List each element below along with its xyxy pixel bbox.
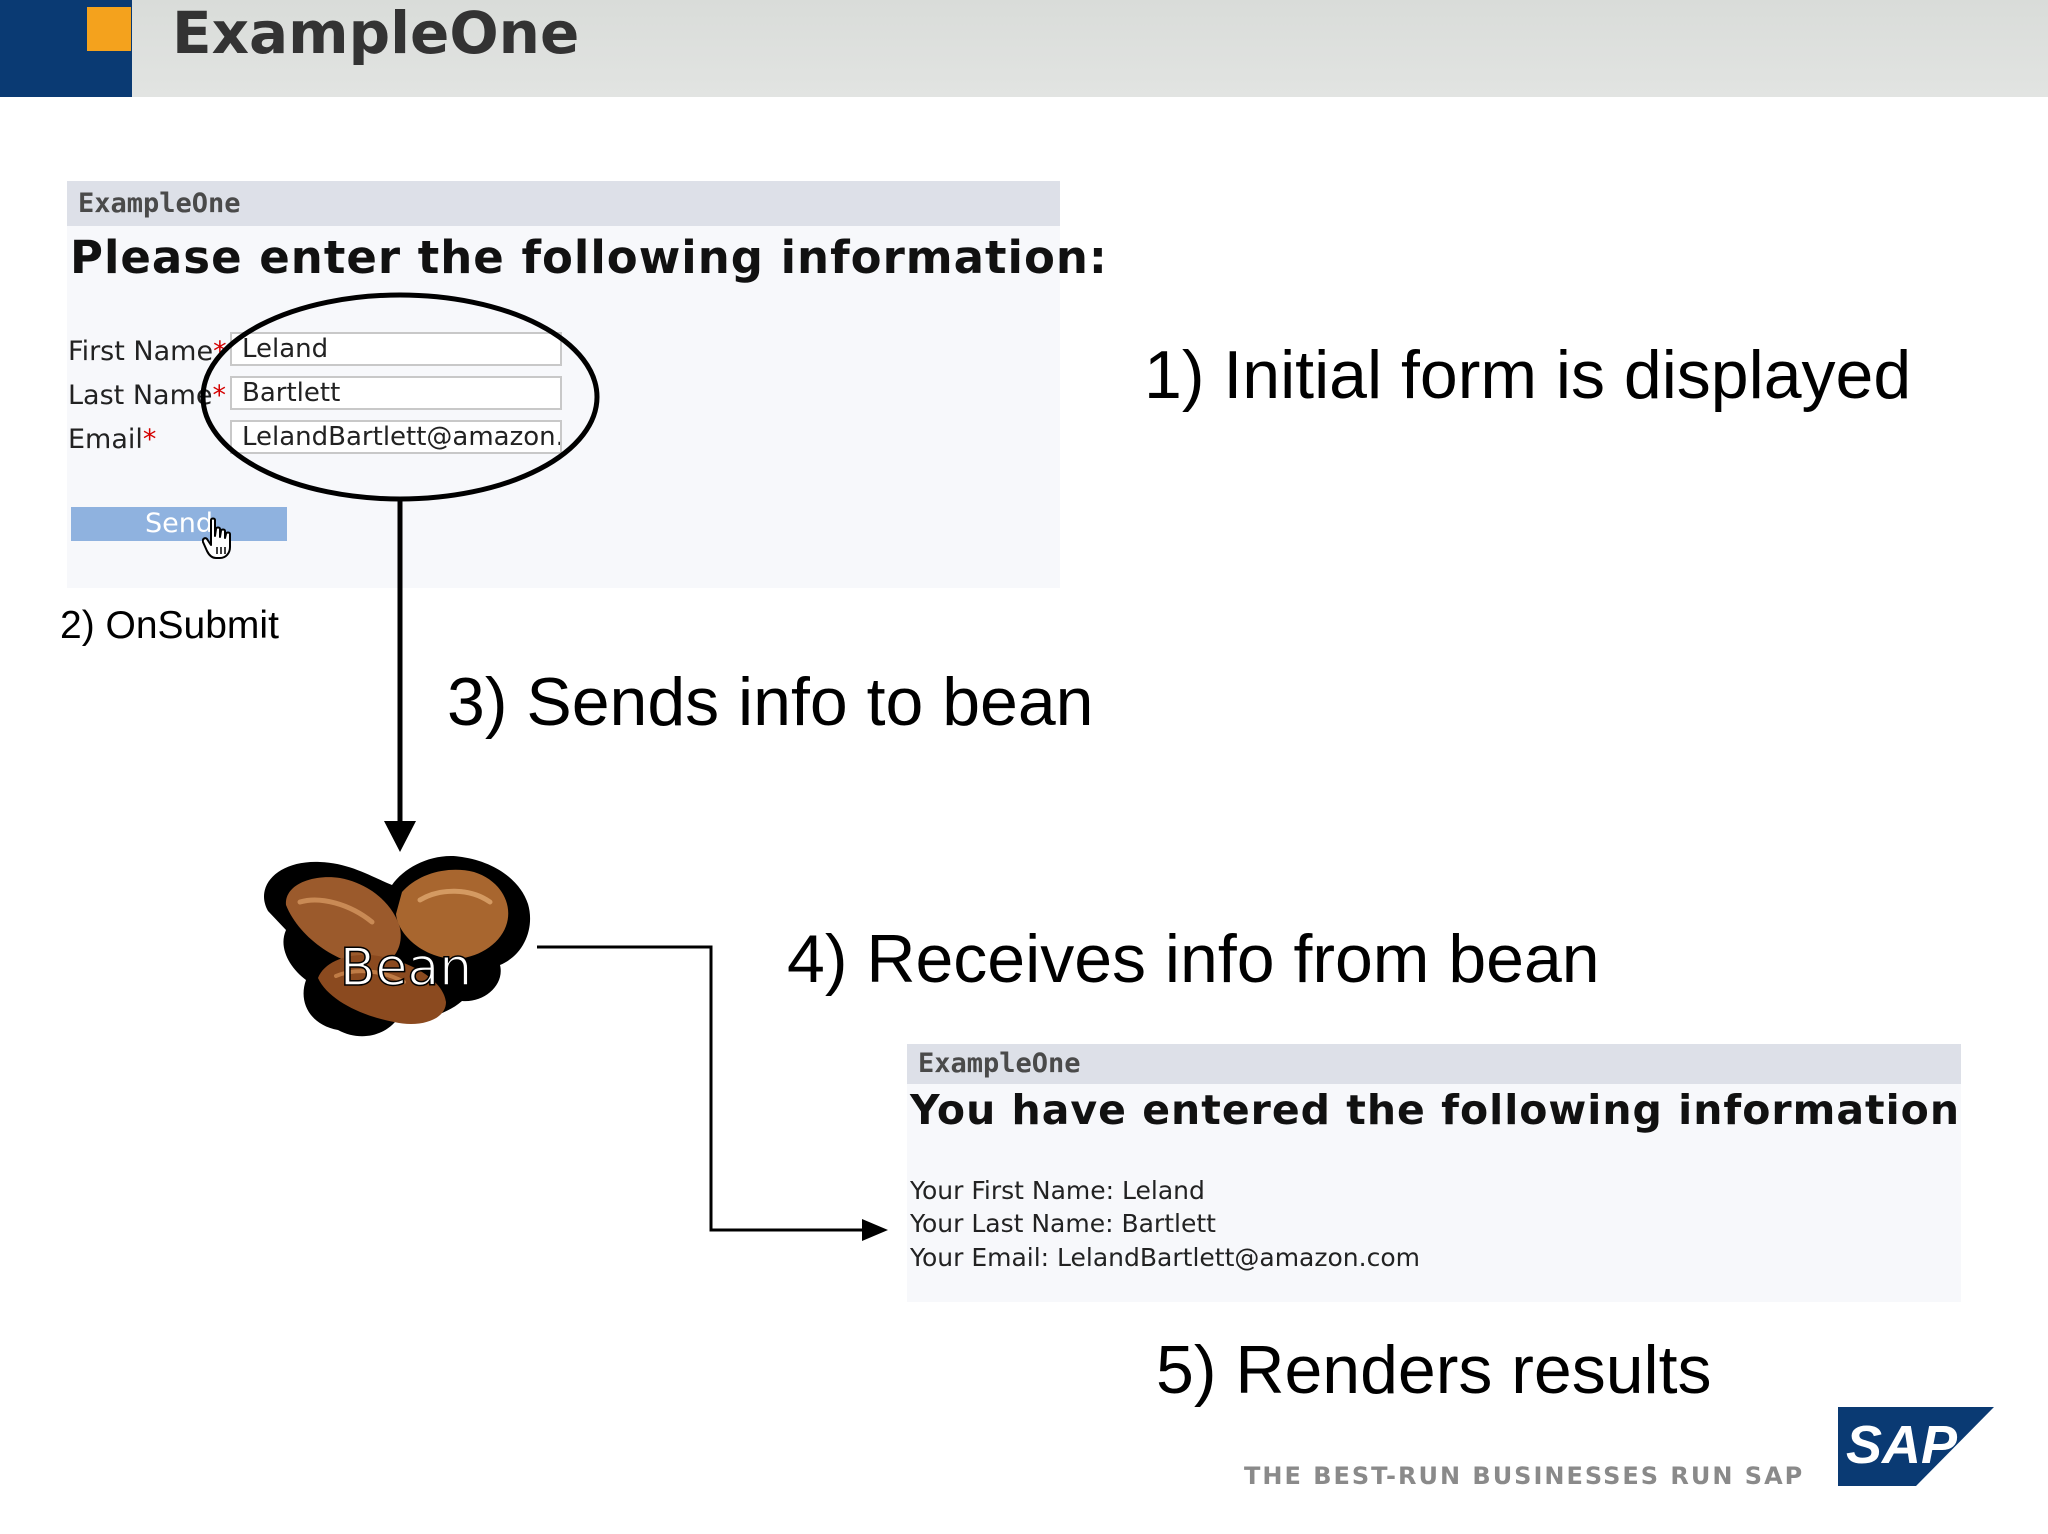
- result-screenshot: ExampleOne You have entered the followin…: [907, 1044, 1961, 1302]
- step-5-label: 5) Renders results: [1156, 1332, 1712, 1408]
- slide-title: ExampleOne: [172, 0, 580, 67]
- form-screenshot: ExampleOne Please enter the following in…: [67, 181, 1107, 588]
- result-last-name: Your Last Name: Bartlett: [910, 1209, 1216, 1238]
- result-first-name: Your First Name: Leland: [910, 1176, 1205, 1205]
- last-name-label: Last Name*: [68, 380, 226, 411]
- first-name-input[interactable]: Leland: [230, 332, 562, 366]
- last-name-input[interactable]: Bartlett: [230, 376, 562, 410]
- email-label: Email*: [68, 424, 157, 455]
- result-email: Your Email: LelandBartlett@amazon.com: [910, 1243, 1420, 1272]
- bean-label: Bean: [340, 938, 473, 998]
- form-heading: Please enter the following information:: [70, 231, 1108, 284]
- step-2-label: 2) OnSubmit: [60, 604, 279, 647]
- bean-icon: [263, 855, 531, 1037]
- send-button[interactable]: Send: [71, 507, 287, 541]
- header-accent-square: [87, 7, 131, 51]
- slide-header: ExampleOne: [0, 0, 2048, 97]
- hand-pointer-icon: [202, 517, 231, 559]
- result-heading: You have entered the following informati…: [910, 1086, 1961, 1134]
- email-input[interactable]: LelandBartlett@amazon.c: [230, 420, 562, 454]
- sap-logo: SAP: [1838, 1407, 1994, 1486]
- step-4-label: 4) Receives info from bean: [787, 921, 1600, 997]
- sap-logo-text: SAP: [1846, 1415, 1958, 1475]
- step-3-label: 3) Sends info to bean: [447, 664, 1094, 740]
- sap-tagline: THE BEST-RUN BUSINESSES RUN SAP: [1244, 1462, 1805, 1490]
- first-name-label: First Name*: [68, 336, 227, 367]
- result-app-title: ExampleOne: [907, 1044, 1961, 1084]
- step-1-label: 1) Initial form is displayed: [1144, 337, 1912, 413]
- form-app-title: ExampleOne: [67, 181, 1060, 226]
